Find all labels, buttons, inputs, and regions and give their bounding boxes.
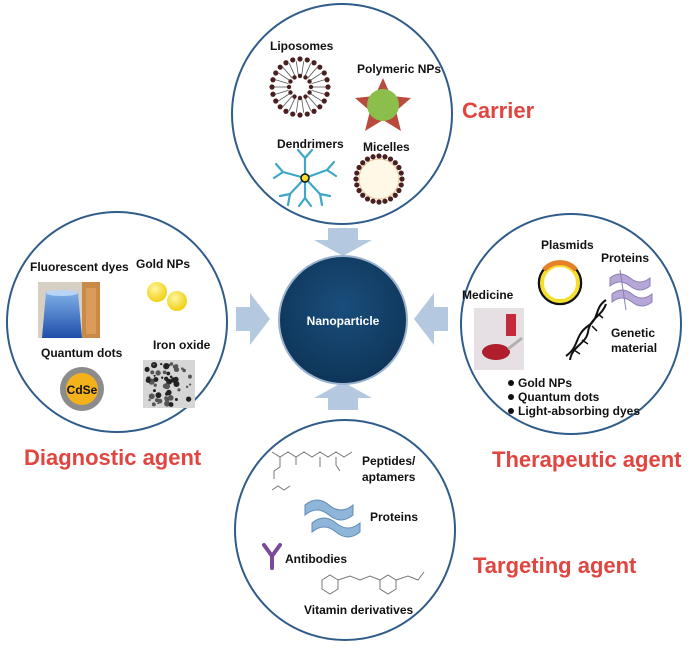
plasmids-label: Plasmids xyxy=(541,238,594,252)
bullet-quantum-dots: Quantum dots xyxy=(518,390,600,404)
targeting-proteins-label: Proteins xyxy=(370,510,418,524)
therapeutic-bullet-list: Gold NPs Quantum dots Light-absorbing dy… xyxy=(508,376,640,418)
nanoparticle-center-circle xyxy=(278,255,408,385)
polymeric-star-icon xyxy=(355,78,411,131)
diagnostic-title: Diagnostic agent xyxy=(24,445,202,470)
arrow-from-targeting xyxy=(314,382,372,410)
dendrimer-icon xyxy=(272,148,338,208)
vitamin-structure-icon xyxy=(321,571,425,595)
nanoparticle-label: Nanoparticle xyxy=(307,314,380,328)
material-label: material xyxy=(611,341,657,355)
proteins-label: Proteins xyxy=(601,251,649,265)
targeting-panel: Peptides/ aptamers Proteins Antibodies V… xyxy=(234,419,637,641)
bullet-light-absorbing-dyes: Light-absorbing dyes xyxy=(518,404,640,418)
carrier-panel: Liposomes Polymeric NPs Dendrimers Micel… xyxy=(231,3,535,225)
polymeric-nps-label: Polymeric NPs xyxy=(357,62,441,76)
therapeutic-title: Therapeutic agent xyxy=(492,447,682,472)
micelle-icon xyxy=(353,153,405,205)
gold-nps-label: Gold NPs xyxy=(136,257,190,271)
antibody-icon xyxy=(262,543,282,570)
antibodies-label: Antibodies xyxy=(285,552,347,566)
bullet-gold-nps: Gold NPs xyxy=(518,376,572,390)
bullet-dot xyxy=(508,380,514,386)
carrier-circle xyxy=(231,3,453,225)
quantum-dots-label: Quantum dots xyxy=(41,346,123,360)
cdse-label: CdSe xyxy=(67,383,98,397)
arrow-from-carrier xyxy=(314,228,372,256)
liposome-icon xyxy=(269,56,331,118)
bullet-dot xyxy=(508,408,514,414)
cdse-quantum-dot-icon xyxy=(60,367,104,411)
diagnostic-panel: Fluorescent dyes Gold NPs Iron oxide Qua… xyxy=(6,211,228,470)
aptamers-label: aptamers xyxy=(362,470,416,484)
targeting-title: Targeting agent xyxy=(473,553,637,578)
plasmid-icon xyxy=(537,260,583,306)
medicine-spoon-image xyxy=(474,308,524,370)
micelles-label: Micelles xyxy=(363,140,410,154)
fluorescent-beaker-image xyxy=(38,282,100,338)
vitamin-derivatives-label: Vitamin derivatives xyxy=(304,603,413,617)
bullet-dot xyxy=(508,394,514,400)
peptides-label: Peptides/ xyxy=(362,454,416,468)
dna-helix-icon xyxy=(565,299,607,361)
iron-oxide-label: Iron oxide xyxy=(153,338,211,352)
therapeutic-panel: Plasmids Proteins Medicine Genetic mater… xyxy=(460,213,682,472)
iron-oxide-image xyxy=(143,360,195,408)
carrier-title: Carrier xyxy=(462,98,535,123)
arrow-from-diagnostic xyxy=(236,293,270,345)
peptide-structure-icon xyxy=(271,451,353,491)
dendrimers-label: Dendrimers xyxy=(277,137,344,151)
arrows xyxy=(236,228,448,410)
fluorescent-dyes-label: Fluorescent dyes xyxy=(30,260,129,274)
targeting-protein-ribbon-icon xyxy=(304,499,361,538)
genetic-label: Genetic xyxy=(611,326,655,340)
arrow-from-therapeutic xyxy=(414,293,448,345)
therapeutic-circle xyxy=(460,213,682,435)
liposomes-label: Liposomes xyxy=(270,39,334,53)
medicine-label: Medicine xyxy=(462,288,514,302)
protein-ribbon-icon xyxy=(609,269,653,311)
gold-nps-icon xyxy=(147,282,187,311)
